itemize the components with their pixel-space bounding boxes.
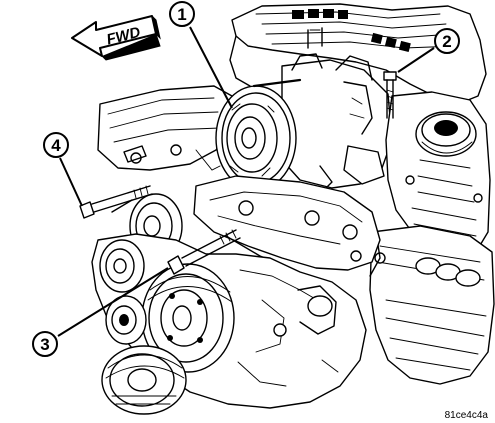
callout-label: 4	[51, 136, 61, 155]
leader-line-2	[397, 47, 435, 73]
engine-block-artwork	[91, 3, 495, 415]
callout-label: 2	[442, 32, 451, 51]
callout-1: 1	[169, 1, 195, 27]
right-valve-cover	[385, 91, 491, 259]
lower-cylinder-head	[361, 225, 495, 385]
bolt-long-lower	[167, 229, 241, 275]
leader-line-3	[57, 267, 169, 337]
figure-code: 81ce4c4a	[445, 410, 489, 421]
callout-label: 1	[177, 5, 186, 24]
bolt-long-upper	[79, 185, 153, 219]
crankshaft-pulley	[141, 263, 235, 373]
tensioner-pulley	[105, 295, 147, 345]
callout-2: 2	[434, 28, 460, 54]
harmonic-balancer	[101, 345, 187, 415]
accessory-bracket	[193, 175, 381, 271]
callout-3: 3	[32, 331, 58, 357]
bolt-vertical	[383, 71, 397, 119]
ac-compressor	[215, 27, 393, 193]
leader-line-4	[59, 157, 83, 207]
callout-4: 4	[43, 132, 69, 158]
forward-direction-arrow: FWD	[71, 15, 161, 61]
steering-pump-pulley	[99, 239, 145, 293]
left-valve-cover	[97, 85, 233, 171]
callout-label: 3	[40, 335, 49, 354]
intake-manifold	[229, 3, 487, 105]
leader-line-1	[189, 26, 233, 109]
